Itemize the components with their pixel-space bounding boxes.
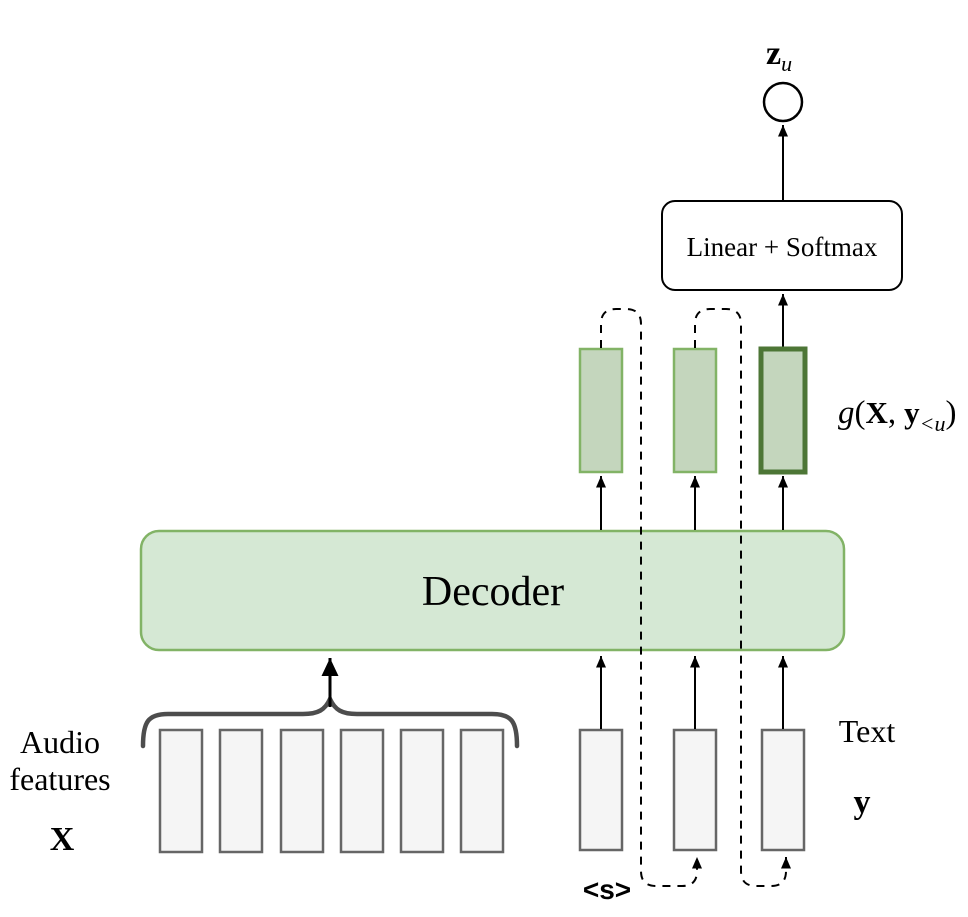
- open-paren: (: [855, 395, 866, 431]
- text-token-1: [578, 728, 624, 852]
- audio-feature-cell-2: [218, 728, 264, 854]
- text-label: Text: [839, 713, 896, 749]
- text-token-3: [760, 728, 806, 852]
- audio-feature-cell-1: [158, 728, 204, 854]
- audio-feature-cell-5: [399, 728, 445, 854]
- audio-features-label-line2: features: [9, 761, 110, 797]
- audio-feature-cell-4: [339, 728, 385, 854]
- audio-matrix-symbol: X: [866, 395, 889, 430]
- hidden-states-label: g(X,y<u): [838, 395, 957, 436]
- text-vector-symbol: y: [904, 395, 920, 430]
- comma: ,: [888, 395, 896, 431]
- audio-features-label-line1: Audio: [20, 724, 100, 760]
- linear-softmax-label: Linear + Softmax: [687, 232, 878, 262]
- audio-feature-cell-6: [459, 728, 505, 854]
- output-symbol-label: zu: [766, 35, 792, 76]
- close-paren: ): [946, 395, 957, 431]
- decoder-box: [139, 529, 846, 652]
- feedback-loop-2: [694, 308, 791, 887]
- text-token-2: [672, 728, 718, 852]
- audio-feature-cell-3: [279, 728, 325, 854]
- less-than-u-subscript: <u: [920, 411, 946, 436]
- linear-softmax-box: [661, 200, 903, 291]
- output-symbol: z: [766, 35, 781, 72]
- g-function-symbol: g: [838, 395, 855, 431]
- decoder-label: Decoder: [422, 569, 564, 615]
- hidden-state-3-current: [758, 346, 808, 475]
- output-node: [762, 81, 804, 123]
- text-symbol-label: y: [854, 784, 871, 821]
- hidden-state-1: [578, 347, 624, 474]
- output-subscript: u: [781, 51, 792, 76]
- hidden-state-2: [672, 347, 718, 474]
- start-token-label: <s>: [583, 874, 631, 905]
- audio-symbol-label: X: [50, 821, 75, 858]
